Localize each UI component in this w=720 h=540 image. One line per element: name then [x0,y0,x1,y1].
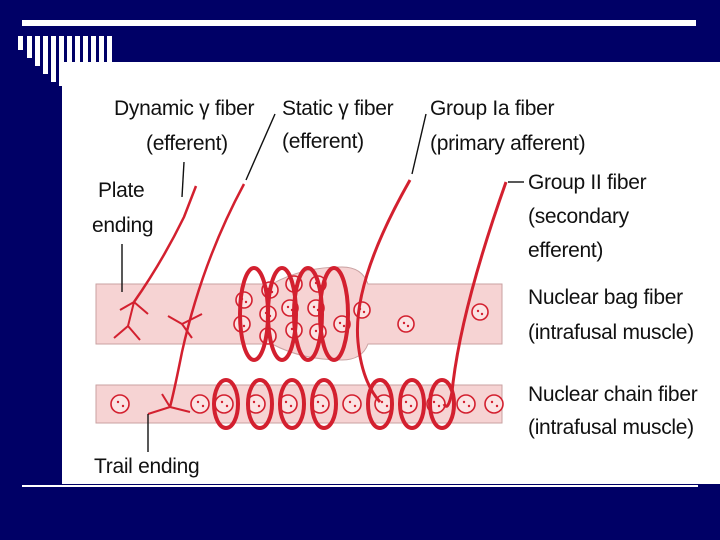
nucleus-dot [202,405,204,407]
nucleus-dot [491,401,493,403]
title-rule [22,20,696,26]
nucleus-dot [403,322,405,324]
label-dynamic-gamma-line2: (efferent) [146,130,228,157]
footer-rule [22,485,698,487]
nucleus-dot [349,401,351,403]
nucleus-dot [253,401,255,403]
stripe [18,36,23,50]
nucleus-dot [197,401,199,403]
nucleus-dot [438,405,440,407]
stripe [51,36,56,82]
muscle-spindle-diagram: Dynamic γ fiber (efferent) Static γ fibe… [62,62,720,484]
label-dynamic-gamma-line1: Dynamic γ fiber [114,95,254,122]
nucleus [343,395,361,413]
label-group-ii-line2: (secondary [528,203,629,230]
label-group-ia-line1: Group Ia fiber [430,95,554,122]
nucleus [111,395,129,413]
leader-line [182,162,184,197]
nucleus-dot [287,306,289,308]
nucleus [215,395,233,413]
leader-line [412,114,426,174]
label-plate-ending-line2: ending [92,212,153,239]
stripe [35,36,40,66]
leader-line [246,114,275,180]
label-static-gamma-line1: Static γ fiber [282,95,393,122]
nucleus-dot [477,310,479,312]
nucleus-dot [410,405,412,407]
nucleus-dot [339,322,341,324]
nucleus-dot [243,325,245,327]
nucleus-dot [433,401,435,403]
label-group-ii-line3: efferent) [528,237,603,264]
nucleus [457,395,475,413]
nucleus-dot [322,405,324,407]
nucleus-dot [258,405,260,407]
nucleus [354,302,370,318]
nucleus-dot [354,405,356,407]
label-nuclear-chain-line1: Nuclear chain fiber [528,381,697,408]
nucleus-dot [407,325,409,327]
nucleus-dot [285,401,287,403]
nucleus-dot [405,401,407,403]
nucleus [398,316,414,332]
nucleus-dot [363,311,365,313]
nucleus [485,395,503,413]
label-group-ia-line2: (primary afferent) [430,130,585,157]
label-plate-ending-line1: Plate [98,177,144,204]
nucleus-dot [117,401,119,403]
label-static-gamma-line2: (efferent) [282,128,364,155]
nucleus-dot [343,325,345,327]
nucleus-dot [496,405,498,407]
label-nuclear-bag-line1: Nuclear bag fiber [528,284,683,311]
nucleus-dot [463,401,465,403]
stripe [43,36,48,74]
nucleus-dot [386,405,388,407]
label-nuclear-bag-line2: (intrafusal muscle) [528,319,694,346]
nucleus-dot [122,405,124,407]
nucleus-dot [245,301,247,303]
nucleus-dot [226,405,228,407]
label-group-ii-line1: Group II fiber [528,169,646,196]
nucleus-dot [481,313,483,315]
nucleus-dot [381,401,383,403]
nucleus-dot [313,306,315,308]
stripe [27,36,32,58]
nucleus-dot [468,405,470,407]
nucleus-dot [221,401,223,403]
label-trail-ending: Trail ending [94,453,199,480]
label-nuclear-chain-line2: (intrafusal muscle) [528,414,694,441]
nucleus-dot [317,401,319,403]
nucleus-dot [290,405,292,407]
nucleus [191,395,209,413]
nucleus-dot [315,330,317,332]
nucleus [472,304,488,320]
